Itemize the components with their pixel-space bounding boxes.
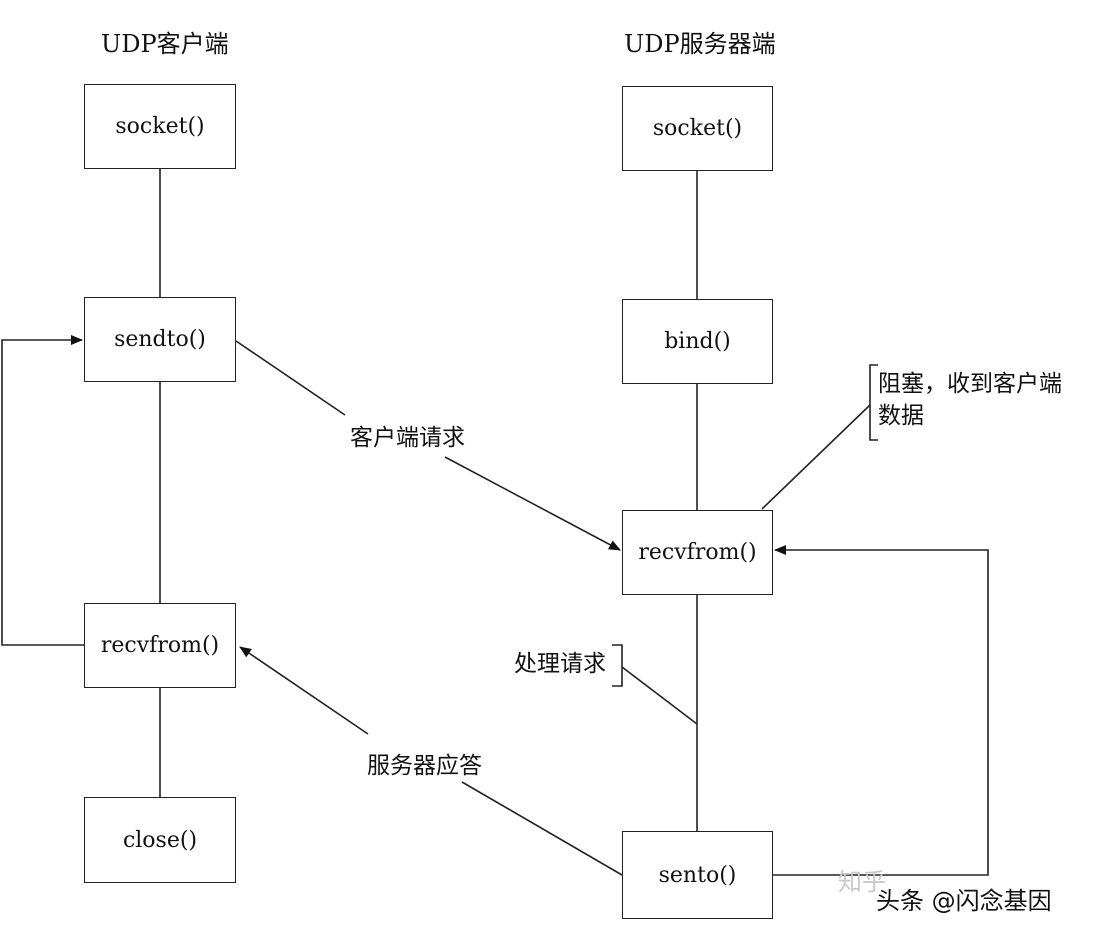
client-socket-label: socket()	[115, 114, 205, 139]
client-close-label: close()	[122, 827, 198, 853]
server-bind-box: bind()	[622, 299, 773, 384]
client-recvfrom-label: recvfrom()	[100, 633, 220, 658]
server-response-arrow-b	[239, 646, 369, 735]
client-request-arrow-b	[444, 456, 621, 551]
client-close-box: close()	[84, 797, 236, 883]
blocking-note-bracket	[869, 364, 878, 441]
blocking-note: 阻塞，收到客户端 数据	[878, 368, 1062, 432]
process-note-pointer	[621, 666, 698, 725]
blocking-note-line2: 数据	[878, 403, 924, 429]
client-sendto-label: sendto()	[114, 327, 206, 352]
server-loop-arrow	[773, 545, 989, 876]
server-response-label: 服务器应答	[367, 746, 482, 780]
watermark-faint: 知乎	[838, 868, 886, 896]
server-response-arrow-a	[461, 781, 623, 876]
server-socket-box: socket()	[622, 86, 773, 171]
client-request-arrow-a	[235, 340, 346, 416]
client-sendto-box: sendto()	[84, 297, 236, 382]
server-sento-label: sento()	[658, 862, 737, 888]
server-recvfrom-box: recvfrom()	[622, 510, 773, 595]
client-column-title: UDP客户端	[101, 30, 229, 58]
client-loop-arrow	[1, 335, 84, 646]
blocking-note-pointer	[761, 404, 871, 510]
server-bind-label: bind()	[664, 329, 731, 354]
server-column-title: UDP服务器端	[624, 30, 776, 58]
process-note-bracket	[612, 644, 623, 687]
blocking-note-line1: 阻塞，收到客户端	[878, 371, 1062, 397]
process-request-note: 处理请求	[514, 651, 606, 677]
client-recvfrom-box: recvfrom()	[84, 603, 236, 688]
server-sento-box: sento()	[622, 831, 773, 919]
client-request-label: 客户端请求	[350, 418, 465, 452]
server-socket-label: socket()	[652, 116, 743, 141]
client-socket-box: socket()	[84, 84, 236, 169]
watermark-text: 头条 @闪念基因	[876, 887, 1052, 915]
server-recvfrom-label: recvfrom()	[638, 540, 757, 565]
